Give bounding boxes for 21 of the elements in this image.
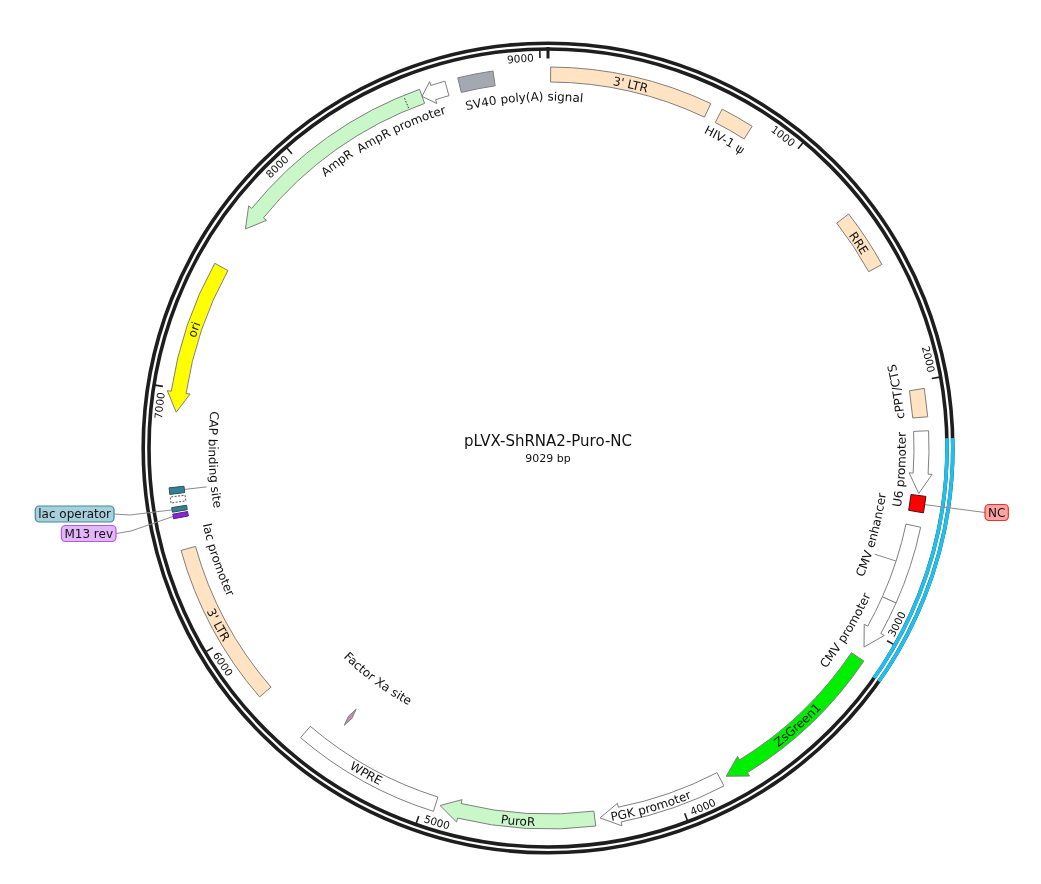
tick-label: 9000	[506, 51, 535, 66]
feature-box	[908, 494, 927, 514]
feature-label: PuroR	[500, 812, 536, 830]
leader-line	[115, 515, 174, 534]
feature-box	[172, 511, 189, 520]
feature-box	[168, 485, 186, 495]
leader-line	[183, 486, 208, 490]
feature-box	[171, 504, 188, 513]
plasmid-length: 9029 bp	[525, 452, 571, 465]
feature-label: 3' LTR	[611, 74, 650, 96]
leader-line	[874, 553, 897, 562]
tick-label: 4000	[688, 795, 718, 818]
feature-tag: NC	[984, 503, 1009, 522]
plasmid-name: pLVX-ShRNA2-Puro-NC	[464, 432, 632, 450]
feature-label: SV40 poly(A) signal	[464, 89, 584, 114]
tick-label: 5000	[422, 812, 452, 832]
feature-tag: M13 rev	[60, 524, 117, 543]
leader-line	[924, 504, 986, 513]
feature-label: ori	[185, 319, 204, 340]
feature-tag: lac operator	[34, 505, 115, 523]
leader-line	[113, 509, 173, 516]
